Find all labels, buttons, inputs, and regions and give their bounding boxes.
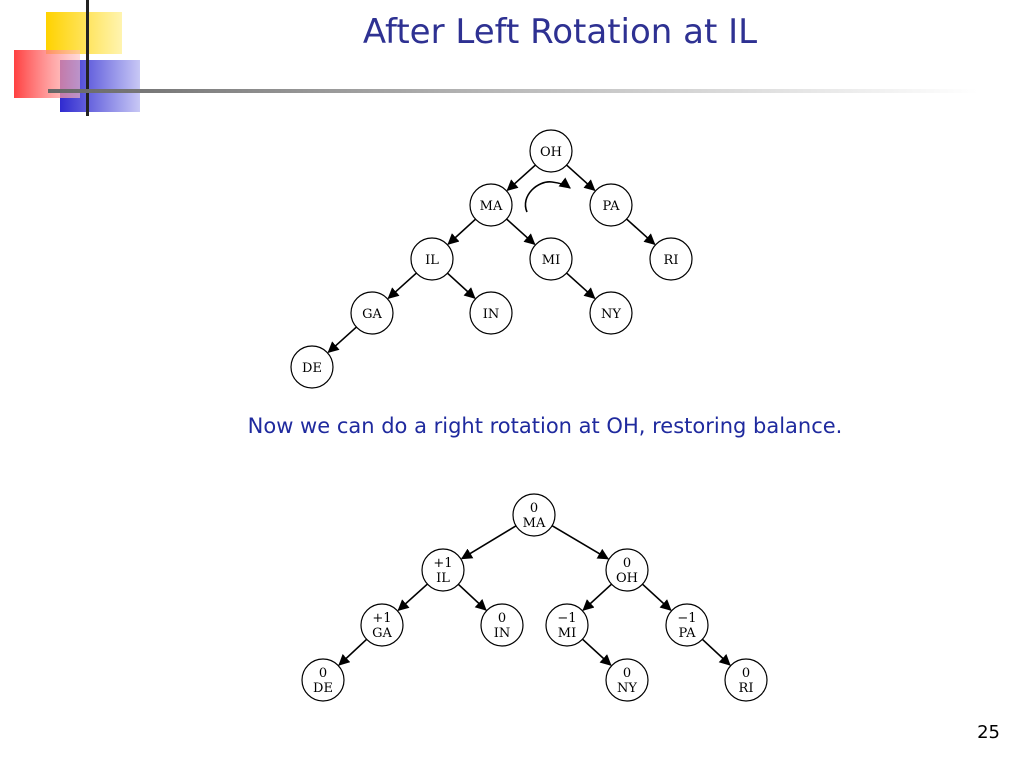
edge-il-in: [446, 272, 476, 299]
node-circle: [649, 237, 693, 281]
node-label: DE: [313, 681, 333, 696]
rotation-arrow: [524, 177, 571, 213]
node-mi: −1MI: [545, 603, 589, 647]
node-circle: [421, 548, 465, 592]
node-ga: +1GA: [360, 603, 404, 647]
edge-pa-ri: [701, 638, 731, 666]
edge-ma-il: [447, 218, 477, 245]
node-balance: −1: [557, 611, 576, 626]
node-label: NY: [601, 307, 621, 322]
node-label: MA: [523, 516, 546, 531]
node-ma: 0MA: [512, 493, 556, 537]
node-label: MI: [542, 253, 560, 268]
node-circle: [605, 548, 649, 592]
edge-mi-ny: [581, 638, 612, 666]
node-il: IL: [410, 237, 454, 281]
slide-title: After Left Rotation at IL: [362, 12, 758, 52]
node-circle: [360, 603, 404, 647]
edge-oh-pa: [566, 164, 596, 192]
node-circle: [589, 183, 633, 227]
node-label: IN: [483, 307, 500, 322]
edge-pa-ri: [626, 218, 656, 246]
node-label: IN: [494, 626, 511, 641]
node-in: 0IN: [480, 603, 524, 647]
node-il: +1IL: [421, 548, 465, 592]
node-circle: [724, 658, 768, 702]
node-balance: −1: [677, 611, 696, 626]
node-in: IN: [469, 291, 513, 335]
edge-il-in: [457, 583, 487, 611]
node-circle: [469, 183, 513, 227]
node-ma: MA: [469, 183, 513, 227]
node-balance: 0: [623, 556, 631, 571]
edge-il-ga: [397, 583, 428, 612]
edge-mi-ny: [566, 272, 596, 300]
node-label: RI: [664, 253, 679, 268]
node-label: IL: [436, 571, 450, 586]
node-de: DE: [290, 345, 334, 389]
node-oh: 0OH: [605, 548, 649, 592]
node-ny: NY: [589, 291, 633, 335]
node-oh: OH: [529, 129, 573, 173]
node-circle: [410, 237, 454, 281]
node-mi: MI: [529, 237, 573, 281]
node-label: GA: [372, 626, 392, 641]
node-label: PA: [679, 626, 697, 641]
node-circle: [301, 658, 345, 702]
node-label: IL: [425, 253, 439, 268]
logo-yellow-square: [46, 12, 122, 54]
node-balance: +1: [372, 611, 391, 626]
node-balance: 0: [623, 666, 631, 681]
node-label: RI: [739, 681, 754, 696]
edge-ga-de: [327, 326, 357, 354]
node-circle: [605, 658, 649, 702]
node-de: 0DE: [301, 658, 345, 702]
node-pa: −1PA: [665, 603, 709, 647]
header-rule: [48, 89, 978, 93]
edge-ma-il: [460, 525, 517, 560]
node-balance: +1: [433, 556, 452, 571]
node-circle: [665, 603, 709, 647]
edge-ma-oh: [551, 525, 610, 560]
edge-ga-de: [338, 638, 368, 666]
node-circle: [589, 291, 633, 335]
node-balance: 0: [498, 611, 506, 626]
node-circle: [350, 291, 394, 335]
logo-vertical-line: [86, 0, 89, 116]
node-circle: [512, 493, 556, 537]
node-label: PA: [603, 199, 621, 214]
node-label: MI: [558, 626, 576, 641]
node-balance: 0: [319, 666, 327, 681]
node-circle: [545, 603, 589, 647]
caption-text: Now we can do a right rotation at OH, re…: [247, 414, 843, 438]
edge-ma-mi: [506, 218, 536, 246]
node-balance: 0: [530, 501, 538, 516]
node-circle: [529, 129, 573, 173]
node-label: OH: [616, 571, 638, 586]
page-number: 25: [977, 722, 1000, 743]
node-ri: 0RI: [724, 658, 768, 702]
node-pa: PA: [589, 183, 633, 227]
node-label: OH: [540, 145, 562, 160]
node-circle: [529, 237, 573, 281]
node-label: DE: [302, 361, 322, 376]
edge-oh-mi: [582, 583, 613, 611]
node-ga: GA: [350, 291, 394, 335]
node-circle: [290, 345, 334, 389]
node-balance: 0: [742, 666, 750, 681]
node-circle: [469, 291, 513, 335]
node-ri: RI: [649, 237, 693, 281]
edge-oh-pa: [641, 583, 672, 611]
node-ny: 0NY: [605, 658, 649, 702]
edge-il-ga: [387, 272, 417, 300]
node-circle: [480, 603, 524, 647]
node-label: MA: [480, 199, 503, 214]
edge-oh-ma: [506, 164, 536, 192]
node-label: GA: [362, 307, 382, 322]
node-label: NY: [617, 681, 637, 696]
